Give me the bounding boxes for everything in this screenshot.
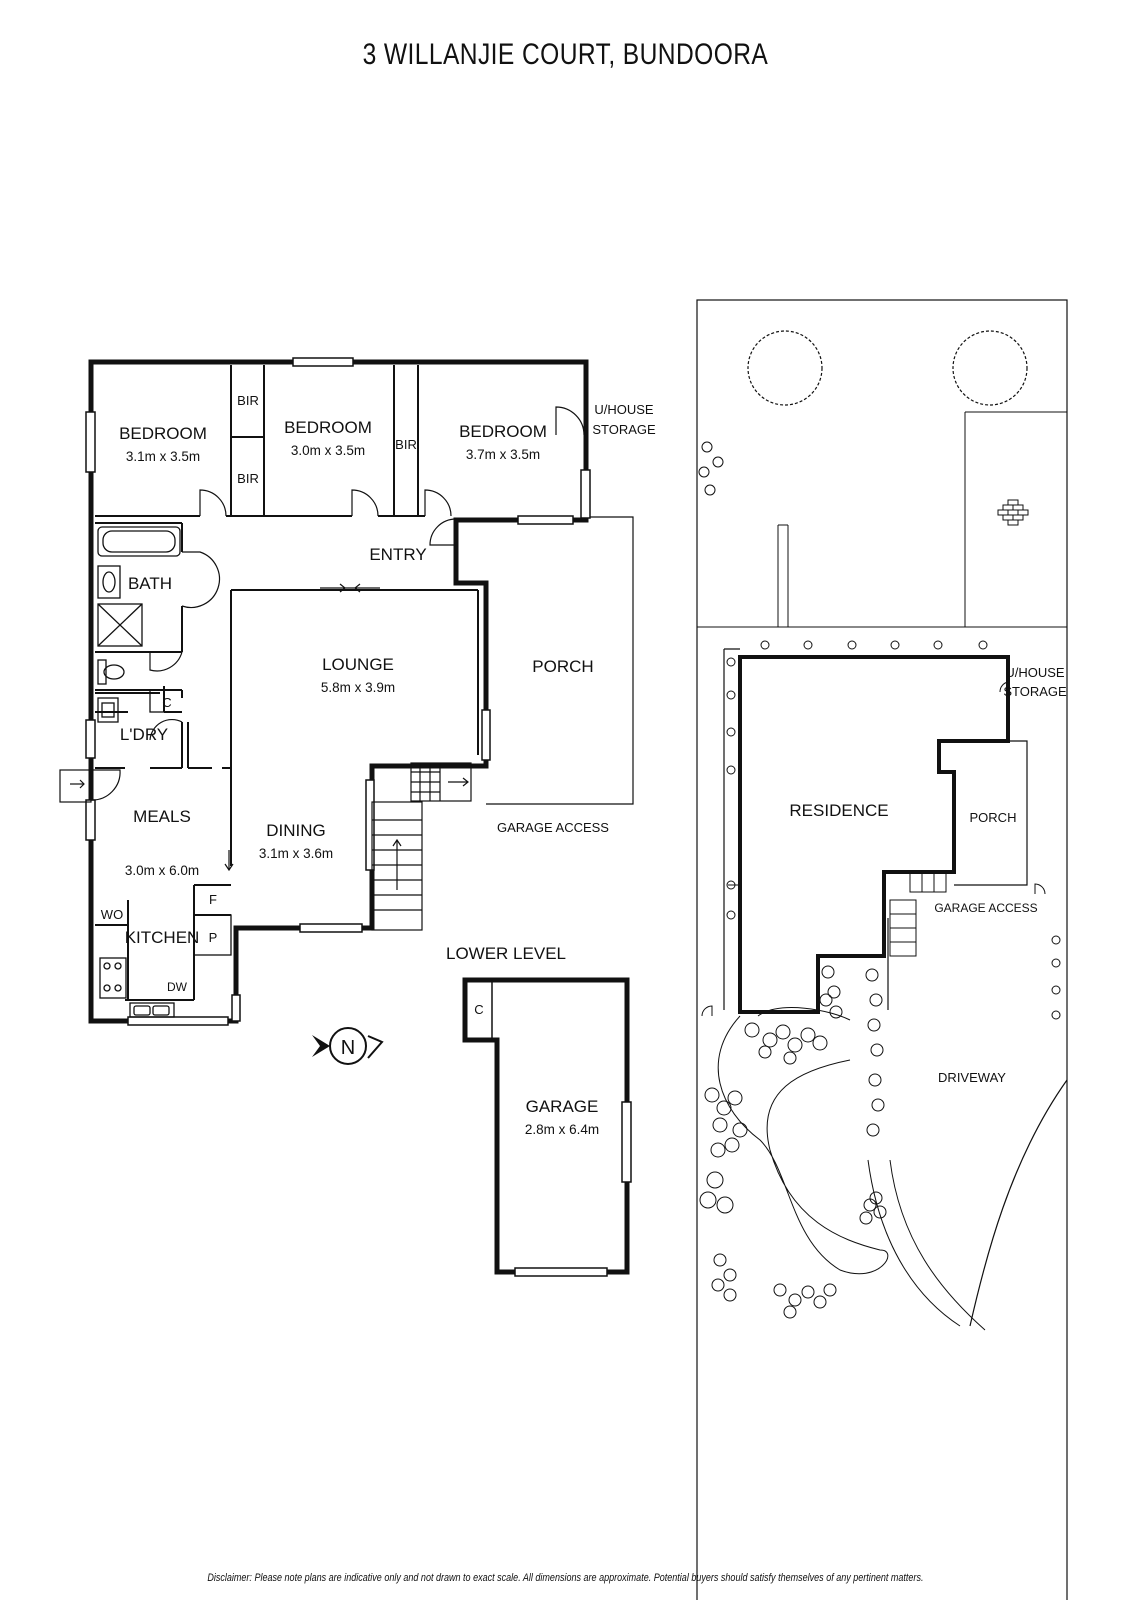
uhouse-storage-label-2: STORAGE (592, 422, 656, 437)
page-title: 3 WILLANJIE COURT, BUNDOORA (362, 38, 769, 71)
garage-closet-label: C (474, 1002, 483, 1017)
bath-fixtures (97, 526, 181, 723)
garage-size: 2.8m x 6.4m (525, 1122, 599, 1137)
dining-label: DINING (266, 821, 326, 840)
north-compass: N (312, 1027, 384, 1065)
entry-label: ENTRY (369, 545, 426, 564)
site-uhouse-label-2: STORAGE (1003, 684, 1067, 699)
site-porch-label: PORCH (970, 810, 1017, 825)
residence-label: RESIDENCE (789, 801, 888, 820)
site-plan (696, 299, 1068, 1600)
garage-access-label: GARAGE ACCESS (497, 820, 609, 835)
brick-patch (997, 499, 1029, 526)
site-garage-access-label: GARAGE ACCESS (934, 901, 1037, 915)
windows (85, 357, 591, 1026)
bedroom-1-label: BEDROOM (119, 424, 207, 443)
bedroom-2-size: 3.0m x 3.5m (291, 443, 365, 458)
lower-level-heading: LOWER LEVEL (446, 944, 566, 963)
bath-label: BATH (128, 574, 172, 593)
bedroom-3-label: BEDROOM (459, 422, 547, 441)
dining-size: 3.1m x 3.6m (259, 846, 333, 861)
garden-path (717, 1015, 889, 1275)
tree (747, 330, 823, 406)
fridge-label: F (209, 892, 217, 907)
meals-label: MEALS (133, 807, 191, 826)
garage-label: GARAGE (526, 1097, 599, 1116)
tree (952, 330, 1028, 406)
kitchen-label: KITCHEN (125, 928, 200, 947)
uhouse-storage-label: U/HOUSE (594, 402, 654, 417)
main-floor-plan (59, 357, 634, 1026)
lounge-size: 5.8m x 3.9m (321, 680, 395, 695)
meals-size: 3.0m x 6.0m (125, 863, 199, 878)
driveway-label: DRIVEWAY (938, 1070, 1006, 1085)
doors (59, 406, 585, 803)
walk-in-oven-label: WO (101, 907, 123, 922)
sliding-door (224, 583, 380, 872)
pantry-label: P (209, 930, 218, 945)
bir-label-1: BIR (237, 393, 259, 408)
porch-label: PORCH (532, 657, 593, 676)
lower-level: LOWER LEVEL C GARAGE 2.8m x 6.4m (446, 944, 632, 1277)
interior-walls (95, 365, 479, 1001)
residence-outline (738, 655, 1010, 1014)
garage-walls (462, 977, 630, 1275)
stairs (371, 762, 472, 931)
bir-label-3: BIR (395, 437, 417, 452)
lounge-label: LOUNGE (322, 655, 394, 674)
porch-outline (486, 516, 634, 805)
bedroom-2-label: BEDROOM (284, 418, 372, 437)
kitchen-fixtures (99, 914, 232, 1018)
driveway-edge (887, 918, 1068, 1327)
dishwasher-label: DW (167, 980, 188, 994)
site-boundary (696, 299, 1068, 1600)
site-labels: U/HOUSE STORAGE RESIDENCE PORCH GARAGE A… (789, 665, 1067, 1085)
disclaimer: Disclaimer: Please note plans are indica… (207, 1572, 924, 1584)
bedroom-1-size: 3.1m x 3.5m (126, 449, 200, 464)
closet-label: C (162, 695, 171, 710)
bir-label-2: BIR (237, 471, 259, 486)
shrubs (698, 441, 1061, 1319)
site-uhouse-label: U/HOUSE (1005, 665, 1065, 680)
bedroom-3-size: 3.7m x 3.5m (466, 447, 540, 462)
main-floor-labels: BEDROOM 3.1m x 3.5m BEDROOM 3.0m x 3.5m … (101, 393, 656, 994)
laundry-label: L'DRY (120, 725, 168, 744)
compass-n-label: N (341, 1037, 355, 1059)
